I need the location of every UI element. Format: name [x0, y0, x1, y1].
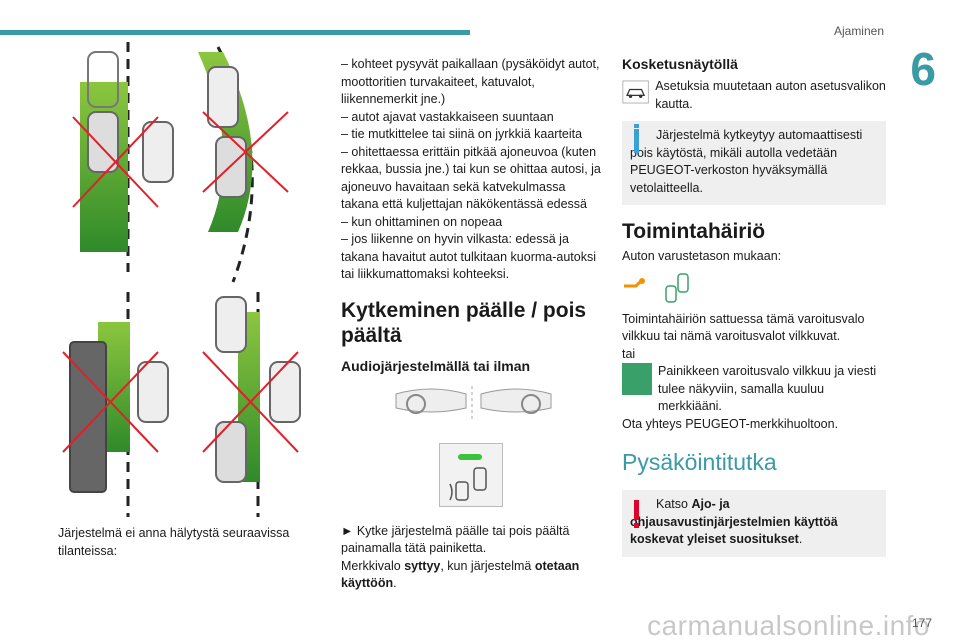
warning-note: Katso Ajo- ja ohjausavustinjärjestelmien… — [622, 490, 886, 557]
warning-text: Katso Ajo- ja ohjausavustinjärjestelmien… — [630, 497, 838, 546]
blind-spot-illustrations — [62, 42, 301, 517]
indicator-light-icon — [458, 453, 482, 460]
subheading-audio: Audiojärjestelmällä tai ilman — [341, 357, 531, 374]
fault-row-2: Painikkeen varoitusvalo vilkkuu ja viest… — [622, 363, 886, 416]
touchscreen-heading: Kosketusnäytöllä — [622, 56, 738, 72]
fault-heading: Toimintahäiriö — [622, 220, 766, 243]
button-warning-icon — [622, 363, 652, 395]
info-note: Järjestelmä kytkeytyy automaattisesti po… — [622, 121, 886, 205]
chapter-number: 6 — [910, 43, 936, 95]
warning-icon — [634, 500, 639, 520]
car-settings-icon — [622, 80, 649, 104]
list-item: – autot ajavat vastakkaiseen suuntaan — [341, 109, 554, 124]
fault-intro: Auton varustetason mukaan: — [622, 249, 782, 263]
section-heading-on-off: Kytkeminen päälle / pois päältä — [341, 298, 587, 347]
touchscreen-text: Asetuksia muutetaan auton asetusvalikon … — [655, 79, 886, 111]
contact-text: Ota yhteys PEUGEOT-merkkihuoltoon. — [622, 416, 839, 431]
info-icon — [634, 124, 639, 128]
header-accent-bar — [0, 30, 470, 35]
list-item: – tie mutkittelee tai siinä on jyrkkiä k… — [341, 127, 583, 141]
fault-text-2: Painikkeen varoitusvalo vilkkuu ja viest… — [658, 364, 877, 413]
blind-spot-button[interactable] — [439, 442, 503, 507]
light-explanation: Merkkivalo syttyy, kun järjestelmä oteta… — [341, 558, 580, 591]
alert-exceptions-caption: Järjestelmä ei anna hälytystä seuraaviss… — [58, 526, 290, 558]
page-number: 177 — [911, 616, 932, 630]
list-item: – jos liikenne on hyvin vilkasta: edessä… — [341, 232, 597, 281]
steering-wheel-controls-illustration — [395, 385, 552, 422]
list-item: – kun ohittaminen on nopeaa — [341, 214, 503, 229]
or-text: tai — [622, 346, 636, 361]
list-item: – kohteet pysyvät paikallaan (pysäköidyt… — [341, 57, 600, 106]
fault-warning-lights-icon — [624, 272, 689, 303]
toggle-instruction: ► Kytke järjestelmä päälle tai pois pääl… — [341, 523, 570, 556]
section-title: Ajaminen — [833, 24, 884, 38]
info-note-text: Järjestelmä kytkeytyy automaattisesti po… — [630, 128, 863, 195]
parking-radar-heading: Pysäköintitutka — [622, 449, 777, 475]
touchscreen-row: Asetuksia muutetaan auton asetusvalikon … — [622, 78, 886, 113]
text-column-3: Kosketusnäytöllä Asetuksia muutetaan aut… — [622, 56, 886, 557]
blind-spot-car-icon — [449, 466, 487, 501]
list-item: – ohitettaessa erittäin pitkää ajoneuvoa… — [341, 144, 601, 212]
fault-text: Toimintahäiriön sattuessa tämä varoitusv… — [622, 311, 865, 344]
text-column-2: – kohteet pysyvät paikallaan (pysäköidyt… — [341, 56, 603, 593]
illustration-column: Järjestelmä ei anna hälytystä seuraaviss… — [58, 42, 308, 560]
watermark: carmanualsonline.info — [647, 610, 930, 641]
